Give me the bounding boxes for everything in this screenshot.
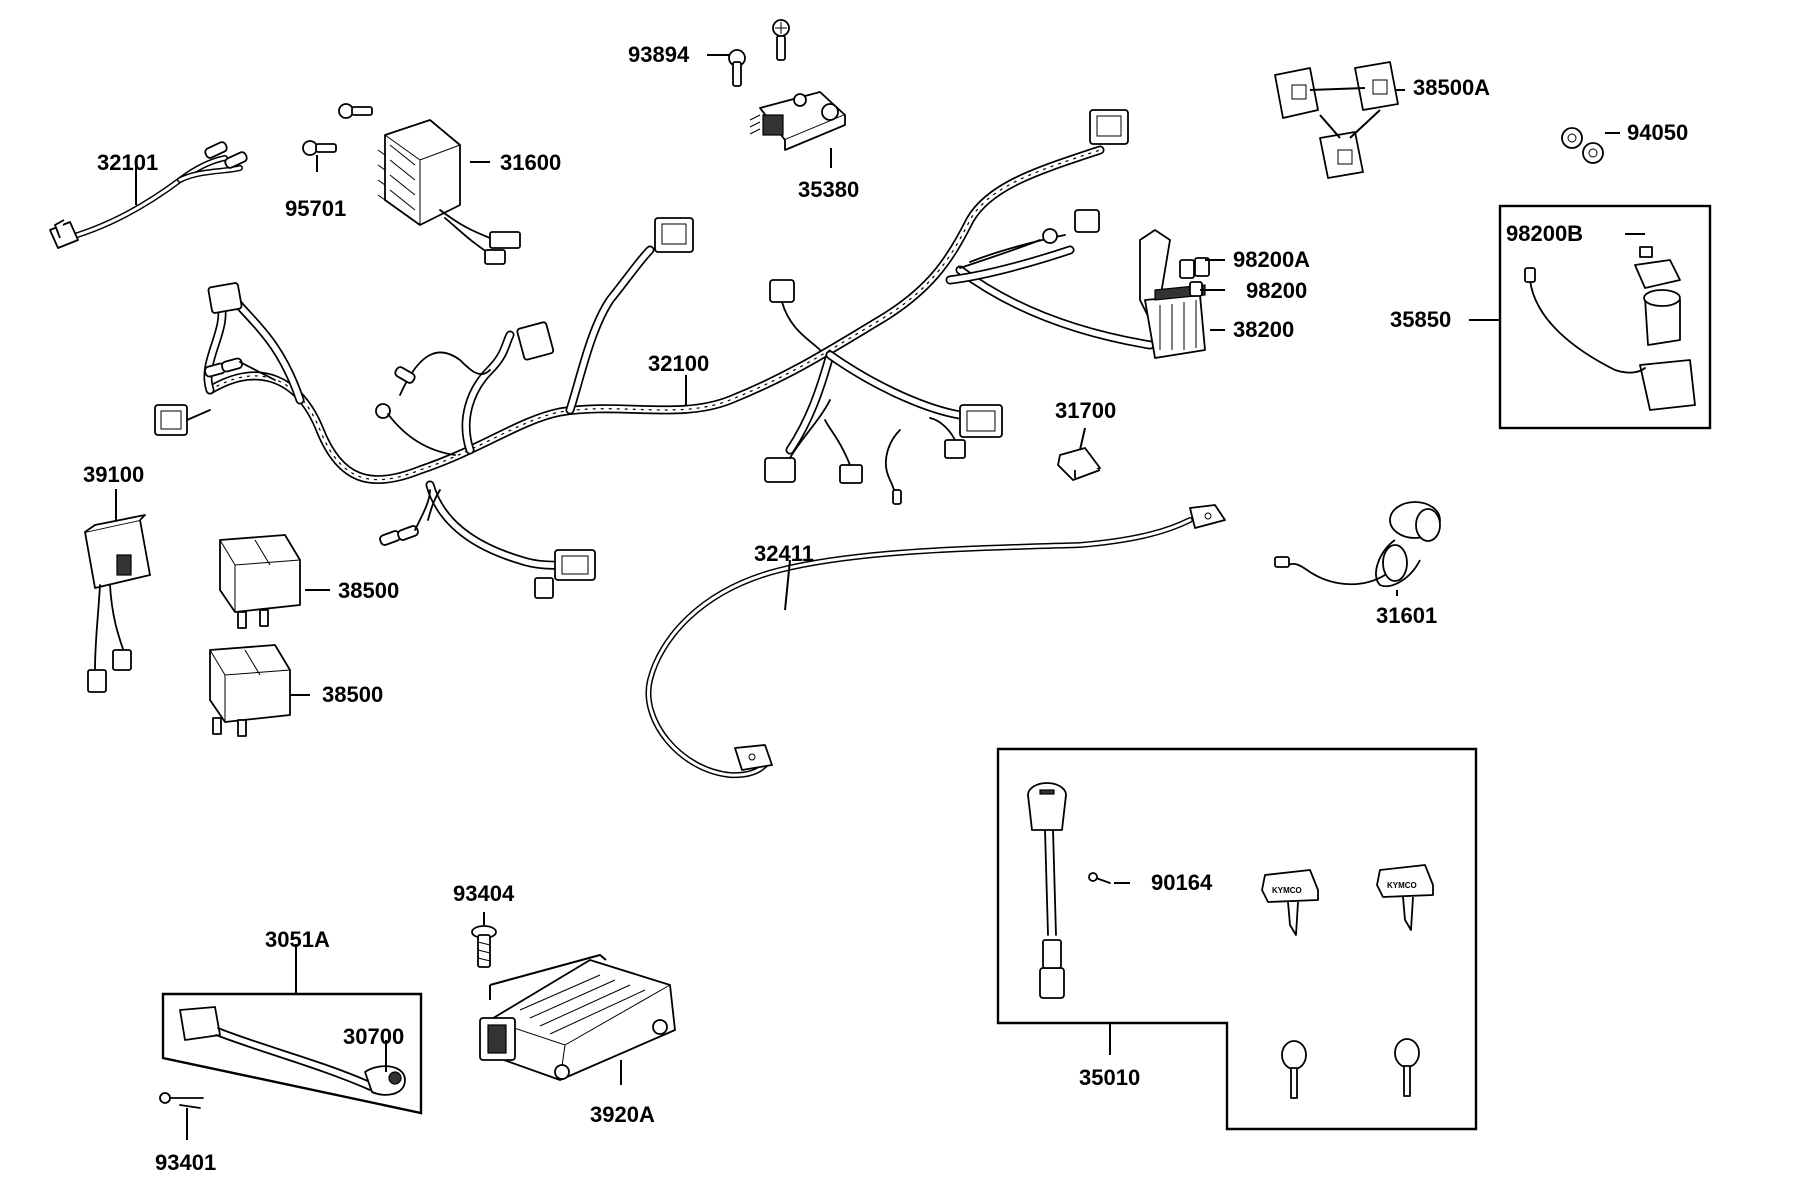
label-3051A: 3051A bbox=[265, 927, 330, 952]
part-38200-fuse-box bbox=[1139, 229, 1206, 359]
harness-connectors bbox=[154, 109, 1129, 599]
label-93401: 93401 bbox=[155, 1150, 216, 1175]
label-35850: 35850 bbox=[1390, 307, 1451, 332]
label-32411: 32411 bbox=[754, 541, 814, 566]
leader-lines bbox=[115, 54, 1645, 1140]
part-94050-nut bbox=[1561, 127, 1604, 164]
part-93401-screw bbox=[159, 1092, 204, 1109]
part-38500A-relays bbox=[1274, 61, 1399, 179]
part-3051A-sensor-box bbox=[161, 992, 423, 1115]
label-98200A: 98200A bbox=[1233, 247, 1310, 272]
label-38500A: 38500A bbox=[1413, 75, 1490, 100]
part-labels: 32101 95701 31600 93894 35380 38500A 940… bbox=[83, 42, 1688, 1175]
label-31600: 31600 bbox=[500, 150, 561, 175]
part-31601-ignition-switch bbox=[1274, 501, 1441, 588]
key-brand-text-2: KYMCO bbox=[1387, 881, 1417, 890]
label-38500-upper: 38500 bbox=[338, 578, 399, 603]
label-39100: 39100 bbox=[83, 462, 144, 487]
label-94050: 94050 bbox=[1627, 120, 1688, 145]
label-35380: 35380 bbox=[798, 177, 859, 202]
label-31601: 31601 bbox=[1376, 603, 1437, 628]
part-93404-bolt bbox=[471, 925, 497, 968]
label-32101: 32101 bbox=[97, 150, 158, 175]
label-95701: 95701 bbox=[285, 196, 346, 221]
main-harness-32100 bbox=[203, 145, 1155, 570]
key-brand-text-1: KYMCO bbox=[1272, 886, 1302, 895]
label-30700: 30700 bbox=[343, 1024, 404, 1049]
part-38500-relay-lower bbox=[209, 644, 291, 737]
label-31700: 31700 bbox=[1055, 398, 1116, 423]
part-31700-relay bbox=[1057, 447, 1101, 481]
label-98200B: 98200B bbox=[1506, 221, 1583, 246]
label-98200: 98200 bbox=[1246, 278, 1307, 303]
label-93404: 93404 bbox=[453, 881, 515, 906]
label-38200: 38200 bbox=[1233, 317, 1294, 342]
label-93894: 93894 bbox=[628, 42, 690, 67]
part-3920A-ecu bbox=[479, 953, 676, 1081]
part-39100-module bbox=[84, 514, 151, 693]
part-32411-battery-cable bbox=[645, 504, 1226, 779]
label-32100: 32100 bbox=[648, 351, 709, 376]
part-35850-starter-relay-box bbox=[1498, 204, 1712, 430]
part-93894-screws bbox=[728, 19, 790, 87]
label-38500-lower: 38500 bbox=[322, 682, 383, 707]
part-95701-bolts bbox=[302, 103, 373, 156]
label-3920A: 3920A bbox=[590, 1102, 655, 1127]
part-38500-relay-upper bbox=[219, 534, 301, 629]
label-35010: 35010 bbox=[1079, 1065, 1140, 1090]
label-90164: 90164 bbox=[1151, 870, 1213, 895]
part-31600-regulator bbox=[377, 119, 521, 265]
part-35010-key-set-box: KYMCO KYMCO bbox=[996, 747, 1478, 1131]
part-35380-sensor bbox=[749, 91, 846, 151]
part-98200A-fuse bbox=[1179, 257, 1210, 279]
part-32101-harness bbox=[49, 141, 248, 249]
